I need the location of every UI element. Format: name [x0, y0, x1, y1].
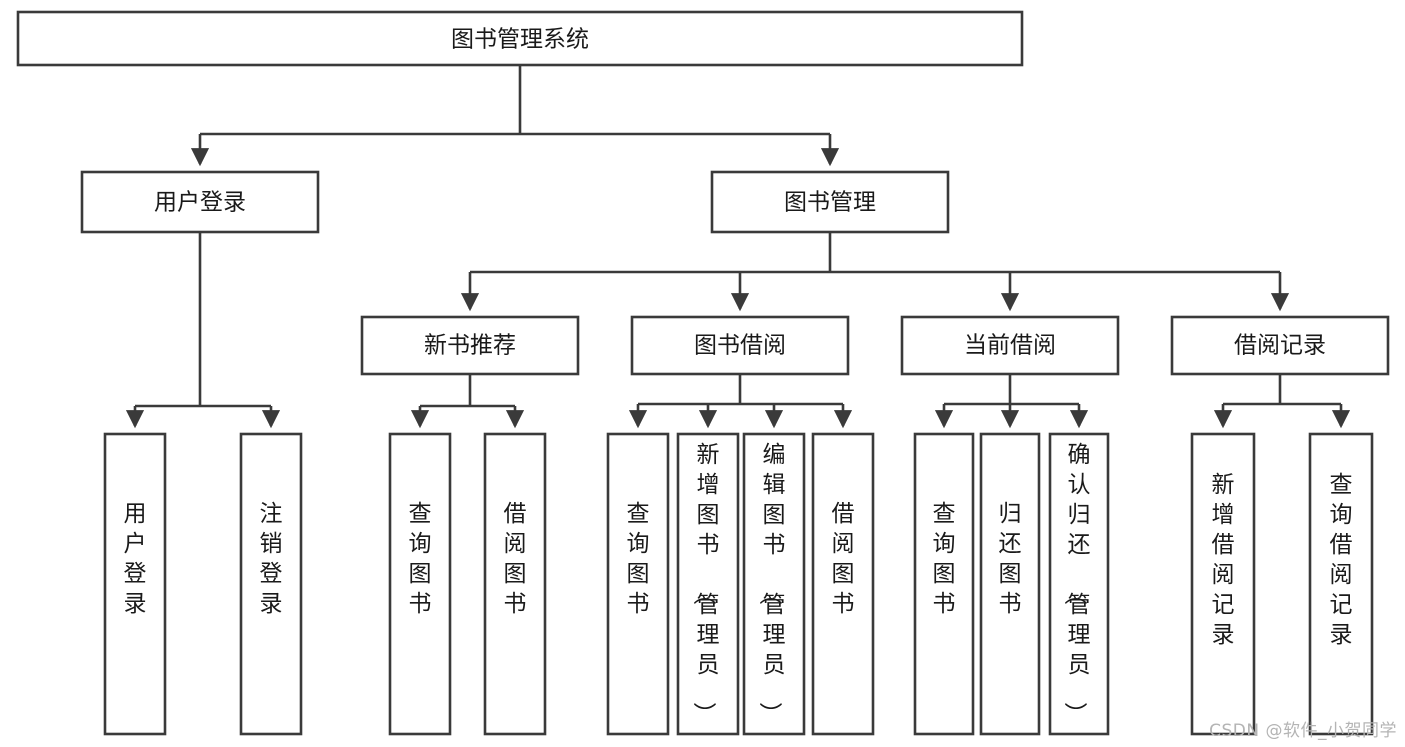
node-leaf-user-logout[interactable]: 注销登录 [239, 432, 303, 736]
edges-current-borrow-to-leaves [934, 374, 1089, 429]
node-leaf-query-record-label: 查询借阅记录 [1330, 472, 1353, 648]
node-root[interactable]: 图书管理系统 [16, 10, 1024, 67]
node-leaf-query-record[interactable]: 查询借阅记录 [1308, 432, 1374, 736]
node-leaf-borrow-book-new-box [483, 432, 547, 736]
node-leaf-add-record-label: 新增借阅记录 [1212, 472, 1235, 648]
node-current-borrow[interactable]: 当前借阅 [900, 315, 1120, 376]
node-new-book-rec[interactable]: 新书推荐 [360, 315, 580, 376]
node-current-borrow-label: 当前借阅 [964, 333, 1056, 359]
node-book-borrow-box [630, 315, 850, 376]
node-leaf-query-book-cb-label: 查询图书 [933, 501, 956, 617]
node-leaf-return-book-label: 归还图书 [999, 501, 1022, 617]
node-new-book-rec-box [360, 315, 580, 376]
node-leaf-user-logout-box [239, 432, 303, 736]
node-borrow-record-box [1170, 315, 1390, 376]
node-leaf-borrow-book-new-label: 借阅图书 [504, 501, 527, 617]
node-book-manage-box [710, 170, 950, 234]
node-leaf-user-login-box [103, 432, 167, 736]
node-leaf-add-book-admin-label: 新增图书（管理员） [691, 442, 720, 725]
node-leaf-borrow-book-new[interactable]: 借阅图书 [483, 432, 547, 736]
node-book-manage[interactable]: 图书管理 [710, 170, 950, 234]
node-leaf-add-record-box [1190, 432, 1256, 736]
node-leaf-confirm-return-box [1048, 432, 1110, 736]
node-current-borrow-box [900, 315, 1120, 376]
node-leaf-return-book[interactable]: 归还图书 [979, 432, 1041, 736]
node-leaf-add-book-admin-box [676, 432, 740, 736]
node-root-label: 图书管理系统 [451, 27, 589, 53]
edges-book-borrow-to-leaves [628, 374, 853, 429]
node-leaf-add-book-admin[interactable]: 新增图书（管理员） [676, 432, 740, 736]
node-leaf-user-logout-label: 注销登录 [260, 501, 283, 617]
node-leaf-user-login-label: 用户登录 [124, 501, 147, 617]
node-user-login-box [80, 170, 320, 234]
node-leaf-edit-book-admin-label: 编辑图书（管理员） [757, 442, 786, 725]
node-leaf-confirm-return[interactable]: 确认归还（管理员） [1048, 432, 1110, 736]
node-leaf-edit-book-admin[interactable]: 编辑图书（管理员） [742, 432, 806, 736]
node-borrow-record[interactable]: 借阅记录 [1170, 315, 1390, 376]
node-book-borrow-label: 图书借阅 [694, 333, 786, 359]
node-user-login[interactable]: 用户登录 [80, 170, 320, 234]
node-leaf-query-record-box [1308, 432, 1374, 736]
node-leaf-query-book-new-box [388, 432, 452, 736]
edges-root-to-level1 [190, 65, 840, 167]
node-leaf-query-book-new[interactable]: 查询图书 [388, 432, 452, 736]
node-leaf-edit-book-admin-box [742, 432, 806, 736]
node-root-box [16, 10, 1024, 67]
node-leaf-query-book-cb-box [913, 432, 975, 736]
edges-new-book-rec-to-leaves [410, 374, 525, 429]
node-book-manage-label: 图书管理 [784, 190, 876, 216]
node-leaf-confirm-return-label: 确认归还（管理员） [1062, 442, 1091, 725]
node-leaf-query-book-bb-box [606, 432, 670, 736]
node-leaf-borrow-book-bb-label: 借阅图书 [832, 501, 855, 617]
node-leaf-query-book-bb-label: 查询图书 [627, 501, 650, 617]
node-leaf-return-book-box [979, 432, 1041, 736]
node-leaf-user-login[interactable]: 用户登录 [103, 432, 167, 736]
node-leaf-query-book-bb[interactable]: 查询图书 [606, 432, 670, 736]
edges-user-login-to-leaves [125, 232, 281, 429]
node-leaf-add-record[interactable]: 新增借阅记录 [1190, 432, 1256, 736]
node-book-borrow[interactable]: 图书借阅 [630, 315, 850, 376]
node-leaf-query-book-new-label: 查询图书 [409, 501, 432, 617]
node-new-book-rec-label: 新书推荐 [424, 333, 516, 359]
edges-borrow-record-to-leaves [1213, 374, 1351, 429]
node-borrow-record-label: 借阅记录 [1234, 333, 1326, 359]
edges-book-manage-to-level2 [460, 232, 1290, 312]
node-leaf-borrow-book-bb[interactable]: 借阅图书 [811, 432, 875, 736]
node-leaf-query-book-cb[interactable]: 查询图书 [913, 432, 975, 736]
node-user-login-label: 用户登录 [154, 190, 246, 216]
node-leaf-borrow-book-bb-box [811, 432, 875, 736]
